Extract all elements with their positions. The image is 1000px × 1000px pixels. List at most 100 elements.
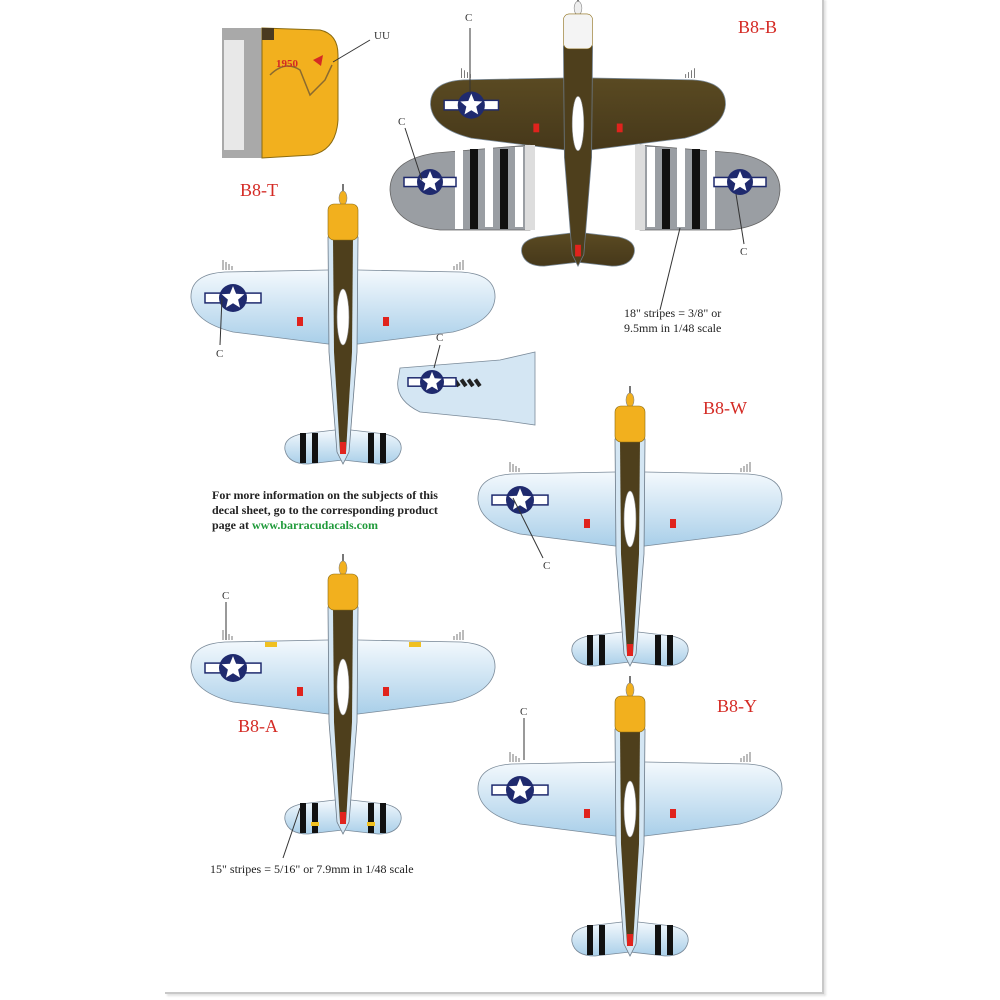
spinner [573,1,583,16]
c-label: C [222,590,230,602]
canopy [623,490,637,548]
cowling [614,405,646,443]
canopy [336,288,350,346]
yellow-marking [311,822,319,826]
canopy [623,780,637,838]
invasion-stripe [647,147,655,227]
kill-marking [466,378,475,388]
insignia-star [460,93,483,115]
invasion-stripe [500,149,508,229]
code-b8-b: B8-B [738,17,778,37]
invasion-stripe [677,147,685,227]
invasion-stripe [380,433,386,463]
c-label: C [740,246,748,258]
wing-root [635,145,645,230]
red-marking [533,123,540,133]
code-b8-t: B8-T [240,180,278,200]
tail-marking [340,812,346,824]
invasion-stripe [599,635,605,665]
invasion-stripe [368,433,374,463]
note-line: 18" stripes = 3/8" or [624,306,722,320]
note-line: 9.5mm in 1/48 scale [624,321,722,335]
invasion-stripe [655,925,661,955]
code-b8-a: B8-A [238,716,278,736]
red-marking [616,123,623,133]
red-marking [670,519,676,528]
red-marking [383,687,389,696]
cowling [614,695,646,733]
red-marking [584,519,590,528]
invasion-stripe [368,803,374,833]
red-marking [383,317,389,326]
fuselage [563,45,593,268]
stripes-15-note: 15" stripes = 5/16" or 7.9mm in 1/48 sca… [210,862,414,876]
insignia-star [221,656,245,678]
invasion-stripe [655,635,661,665]
invasion-stripe [587,925,593,955]
insignia-star [508,778,532,800]
aircraft-top-view [477,676,783,957]
invasion-stripe [312,803,318,833]
kill-marking [459,378,468,388]
note-line: decal sheet, go to the corresponding pro… [212,503,438,517]
canopy [336,658,350,716]
aircraft-top-view [430,0,726,268]
leader-line [219,297,223,346]
tail-marking [575,244,581,257]
leader-line [433,344,441,369]
invasion-stripe [587,635,593,665]
code-b8-y: B8-Y [717,696,757,716]
aircraft-top-view [190,554,496,835]
underwing-view [389,144,535,231]
red-marking [297,687,303,696]
spinner [625,682,635,698]
canopy [571,96,585,152]
c-label: C [543,560,551,572]
invasion-stripe [455,149,463,229]
red-marking [297,317,303,326]
tail-marking [340,442,346,454]
invasion-stripe [599,925,605,955]
invasion-stripe [667,925,673,955]
nose-art-star [313,55,323,66]
invasion-stripe [515,147,523,227]
yellow-marking [409,642,421,647]
nose-art-text: 1950 [276,58,299,70]
cowling [563,13,593,50]
leader-line [735,193,745,245]
yellow-marking [367,822,375,826]
tail-marking [627,644,633,656]
insignia-star [422,371,442,391]
leader-line [404,127,423,181]
underwing-view [635,144,781,231]
map-outline [269,64,333,97]
cowling [327,573,359,611]
note-line: page at [212,518,252,532]
nose-art-cowling: 1950 [222,27,371,159]
yellow-marking [265,642,277,647]
uu-label: UU [374,30,390,42]
website-link[interactable]: www.barracudacals.com [252,518,378,532]
invasion-stripe [380,803,386,833]
cowl-panel [224,40,244,150]
leader-line [332,39,371,63]
invasion-stripe [662,149,670,229]
red-marking [584,809,590,818]
aircraft-top-view [190,184,496,465]
leader-line [512,497,544,559]
spinner [338,190,348,206]
c-label: C [398,116,406,128]
wing-root [525,145,535,230]
insignia-star [221,286,245,308]
yellow-cowl [261,27,339,159]
insignia-star [419,171,441,191]
spinner [625,392,635,408]
cowl-band [262,28,274,40]
invasion-stripe [707,149,715,229]
invasion-stripe [667,635,673,665]
stripes-18-note: 18" stripes = 3/8" or 9.5mm in 1/48 scal… [624,306,721,336]
code-b8-w: B8-W [703,398,747,418]
kill-marking [473,378,482,388]
invasion-stripe [692,149,700,229]
invasion-stripe [300,803,306,833]
